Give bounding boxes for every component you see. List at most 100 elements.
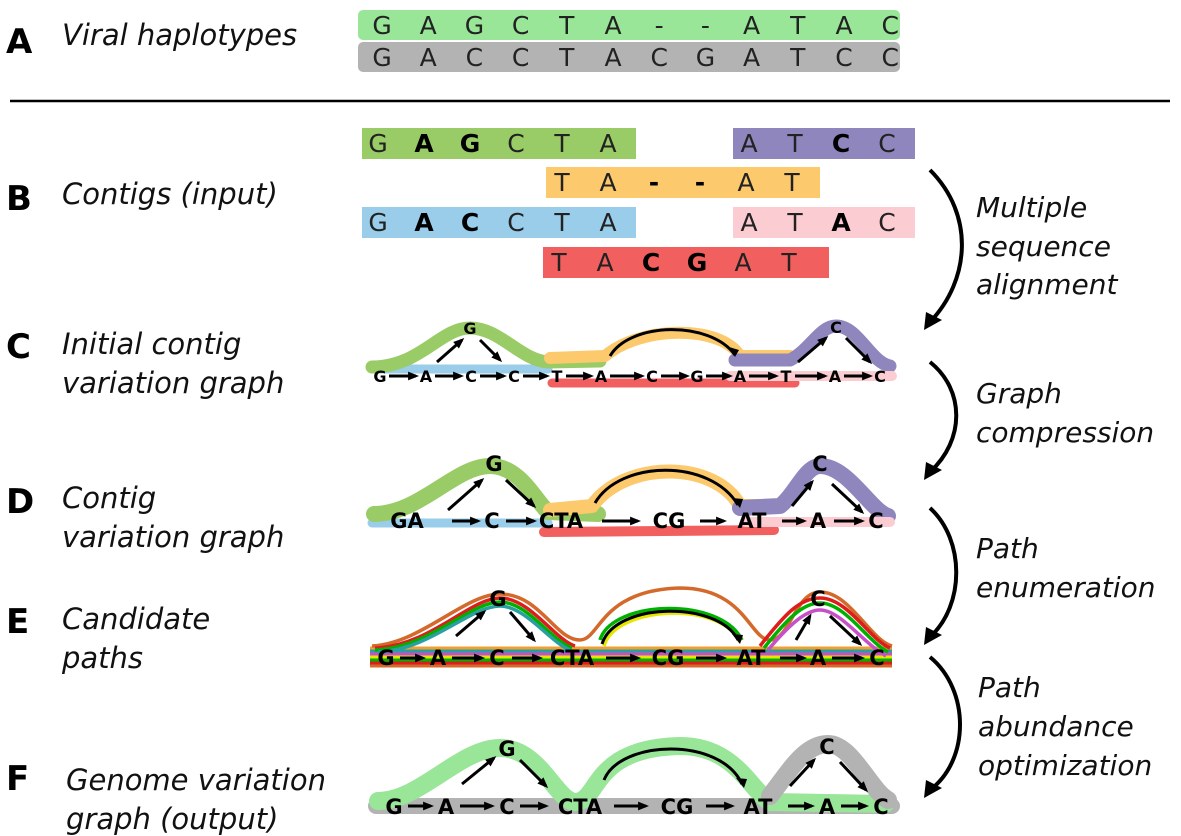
graph-node: CG — [653, 509, 686, 533]
graph-node: A — [829, 367, 842, 386]
arrow-head — [861, 353, 873, 365]
arrow-head — [537, 777, 549, 789]
haplotype-row-1 — [358, 10, 900, 40]
step-optimization-line3: optimization — [978, 749, 1152, 782]
graph-node: C — [646, 367, 658, 386]
arrow-head — [496, 371, 507, 381]
contig-1 — [362, 128, 636, 159]
step-arrow-msa — [928, 168, 964, 324]
arrow-head — [858, 801, 869, 811]
contig-2 — [733, 128, 915, 159]
arrow-head — [802, 613, 812, 625]
arrow-head — [768, 371, 779, 381]
arrow-head — [485, 756, 497, 767]
step-compression-line2: compression — [976, 416, 1154, 449]
contig-base: A — [599, 129, 616, 158]
arrow-head — [473, 478, 485, 489]
graph-node: C — [868, 509, 883, 533]
haplotype-base: A — [604, 43, 621, 72]
arrow-head — [851, 635, 863, 647]
svg-text:C: C — [6, 327, 31, 367]
candidate-path-arc — [762, 601, 889, 654]
contig-base: T — [553, 168, 570, 197]
arrow-head — [862, 371, 873, 381]
arrow-head — [854, 653, 865, 663]
svg-text:variation graph: variation graph — [62, 520, 284, 554]
graph-node: C — [484, 509, 499, 533]
edge-skip-arrow — [600, 609, 740, 645]
graph-node: CTA — [558, 795, 603, 819]
svg-text:Contig: Contig — [62, 481, 156, 515]
candidate-path-arc — [374, 596, 576, 650]
arrow-head — [538, 801, 549, 811]
contig-band-purple — [732, 458, 896, 524]
haplotype-base: G — [372, 11, 391, 40]
contig-4 — [362, 207, 636, 238]
graph-node: A — [595, 367, 608, 386]
svg-text:graph (output): graph (output) — [66, 802, 278, 836]
haplotype-base: C — [650, 43, 667, 72]
graph-node: A — [430, 646, 447, 670]
step-optimization-line2: abundance — [978, 710, 1134, 743]
contig-base: T — [780, 248, 797, 277]
haplotype-base: T — [789, 11, 806, 40]
contig-base: A — [740, 208, 757, 237]
contig-base: C — [461, 208, 479, 237]
contig-base: G — [687, 248, 708, 277]
bubble-node-c: C — [812, 452, 827, 476]
svg-text:F: F — [6, 759, 29, 799]
haplotype-base: G — [696, 43, 715, 72]
haplotype-base: T — [789, 43, 806, 72]
contig-base: T — [550, 248, 567, 277]
graph-node: C — [869, 646, 884, 670]
arrow-head — [724, 801, 735, 811]
svg-text:D: D — [6, 482, 34, 522]
bubble-node-g: G — [463, 319, 476, 338]
haplotype-base: - — [655, 11, 664, 40]
graph-node: GA — [390, 509, 424, 533]
haplotype-base: C — [881, 11, 898, 40]
haplotype-base: A — [420, 11, 437, 40]
haplotype-base: A — [420, 43, 437, 72]
haplotype-base: A — [604, 11, 621, 40]
svg-text:A: A — [6, 22, 33, 62]
step-enumeration-line2: enumeration — [976, 571, 1156, 604]
step-arrow-optimization — [928, 655, 962, 792]
haplotype-base: G — [465, 11, 484, 40]
graph-node: CG — [652, 646, 685, 670]
haplotype-base: C — [881, 43, 898, 72]
contig-base: C — [507, 208, 524, 237]
arrow-head — [484, 801, 495, 811]
arrow-head — [532, 653, 543, 663]
bubble-node-g: G — [498, 737, 515, 761]
panel-b-label: B Contigs (input) — [6, 177, 278, 219]
graph-node: A — [438, 795, 455, 819]
svg-text:variation graph: variation graph — [62, 366, 284, 400]
svg-text:paths: paths — [61, 641, 143, 675]
arrow-head — [474, 653, 485, 663]
svg-text:Viral haplotypes: Viral haplotypes — [62, 18, 297, 52]
arrow-head — [453, 371, 464, 381]
svg-text:Contigs (input): Contigs (input) — [62, 177, 278, 211]
step-optimization-line1: Path — [978, 671, 1041, 704]
panel-c-label: C Initial contig variation graph — [6, 327, 284, 400]
svg-text:Genome variation: Genome variation — [66, 763, 326, 797]
arrow-head — [722, 371, 733, 381]
arrow-head — [408, 371, 419, 381]
haplotype-base: G — [372, 43, 391, 72]
haplotype-base: T — [558, 43, 575, 72]
contig-base: T — [783, 168, 800, 197]
haplotype-base: A — [743, 11, 760, 40]
graph-node: C — [489, 646, 504, 670]
contig-base: C — [832, 129, 850, 158]
contig-base: G — [368, 208, 387, 237]
step-msa-line2: sequence — [976, 230, 1111, 263]
contig-base: T — [553, 129, 570, 158]
panel-e-label: E Candidate paths — [6, 602, 210, 675]
graph-node: CG — [661, 795, 694, 819]
contig-base: A — [414, 129, 434, 158]
